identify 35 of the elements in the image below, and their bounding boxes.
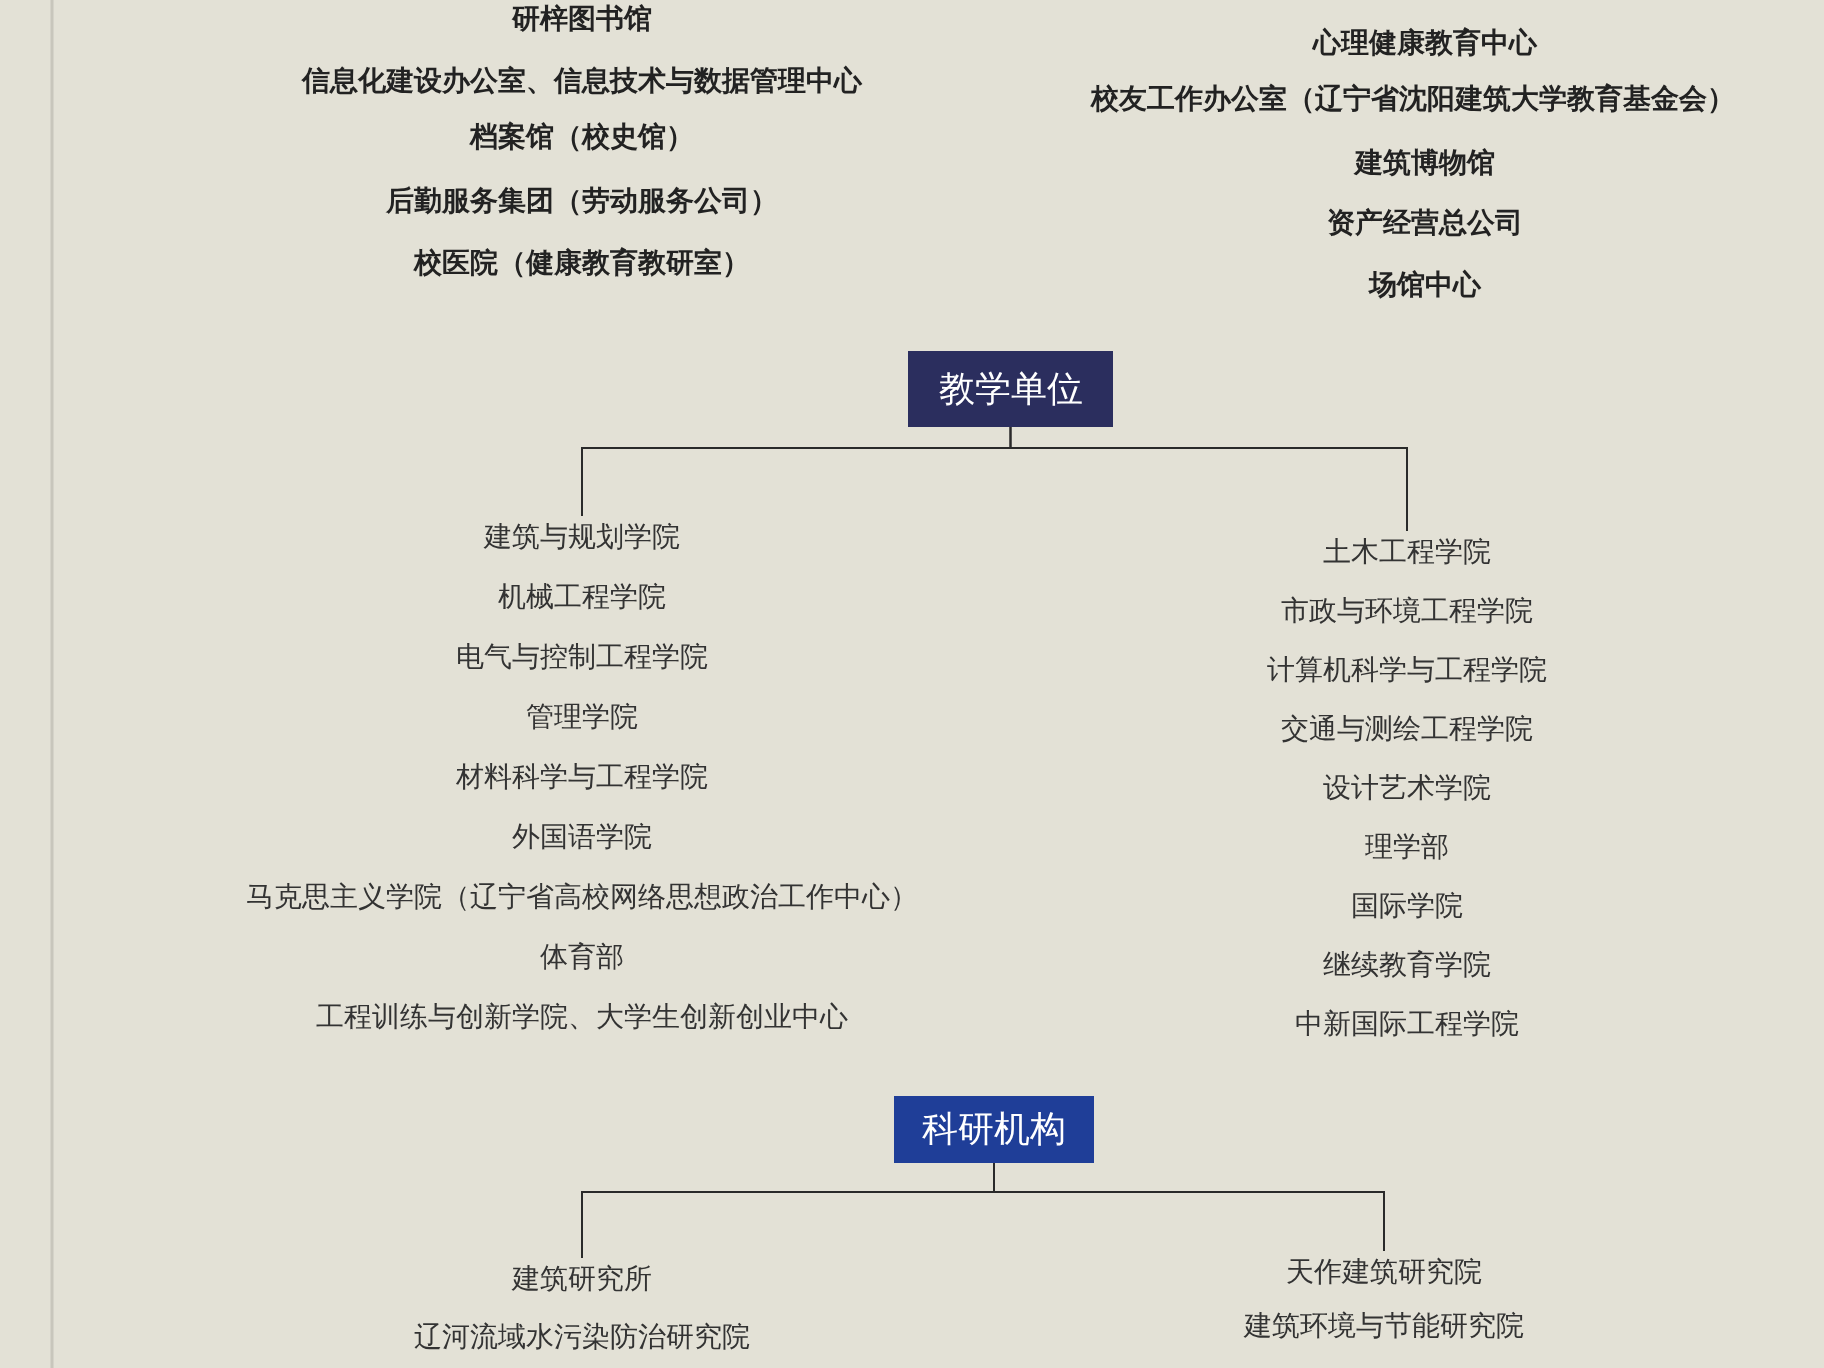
unit-name: 土木工程学院 xyxy=(1323,535,1491,569)
unit-name: 后勤服务集团（劳动服务公司） xyxy=(386,184,778,218)
unit-name: 建筑研究所 xyxy=(512,1262,652,1296)
unit-name: 计算机科学与工程学院 xyxy=(1267,653,1547,687)
heading-box: 教学单位 xyxy=(908,351,1113,427)
unit-name: 继续教育学院 xyxy=(1323,948,1491,982)
unit-name: 校医院（健康教育教研室） xyxy=(414,246,750,280)
unit-name: 理学部 xyxy=(1365,830,1449,864)
unit-name: 天作建筑研究院 xyxy=(1286,1255,1482,1289)
unit-name: 校友工作办公室（辽宁省沈阳建筑大学教育基金会） xyxy=(1091,82,1735,116)
unit-name: 机械工程学院 xyxy=(498,580,666,614)
unit-name: 场馆中心 xyxy=(1369,268,1481,302)
connector-line xyxy=(1009,426,1408,532)
unit-name: 建筑与规划学院 xyxy=(484,520,680,554)
unit-name: 国际学院 xyxy=(1351,889,1463,923)
unit-name: 心理健康教育中心 xyxy=(1313,26,1537,60)
unit-name: 工程训练与创新学院、大学生创新创业中心 xyxy=(316,1000,848,1034)
unit-name: 材料科学与工程学院 xyxy=(456,760,708,794)
unit-name: 市政与环境工程学院 xyxy=(1281,594,1533,628)
unit-name: 体育部 xyxy=(540,940,624,974)
unit-name: 信息化建设办公室、信息技术与数据管理中心 xyxy=(302,64,862,98)
unit-name: 档案馆（校史馆） xyxy=(470,120,694,154)
unit-name: 电气与控制工程学院 xyxy=(456,640,708,674)
unit-name: 外国语学院 xyxy=(512,820,652,854)
unit-name: 建筑环境与节能研究院 xyxy=(1244,1309,1524,1343)
unit-name: 管理学院 xyxy=(526,700,638,734)
unit-name: 交通与测绘工程学院 xyxy=(1281,712,1533,746)
unit-name: 研梓图书馆 xyxy=(512,2,652,36)
unit-name: 建筑博物馆 xyxy=(1355,146,1495,180)
unit-name: 辽河流域水污染防治研究院 xyxy=(414,1320,750,1354)
unit-name: 中新国际工程学院 xyxy=(1295,1007,1519,1041)
unit-name: 资产经营总公司 xyxy=(1327,206,1523,240)
unit-name: 设计艺术学院 xyxy=(1323,771,1491,805)
unit-name: 马克思主义学院（辽宁省高校网络思想政治工作中心） xyxy=(246,880,918,914)
heading-box: 科研机构 xyxy=(894,1096,1094,1163)
